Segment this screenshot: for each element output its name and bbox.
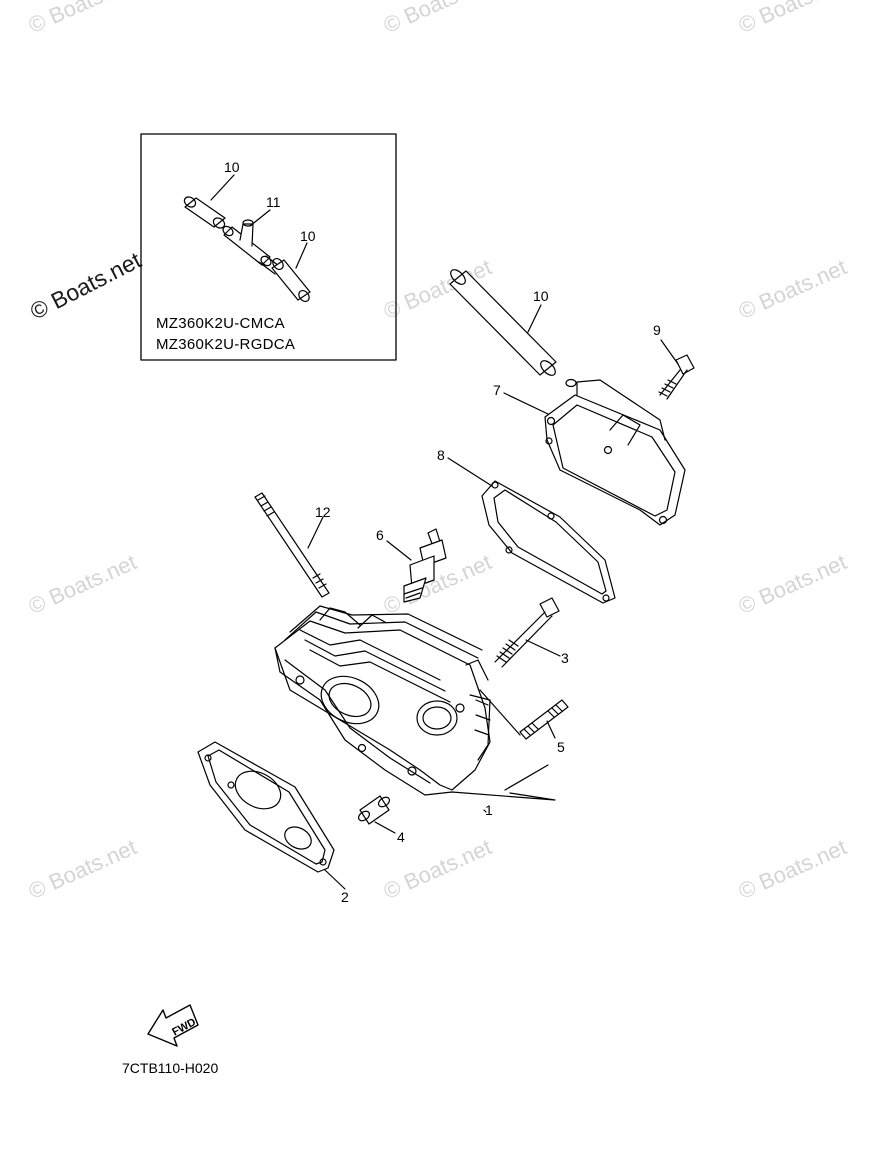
callout-6: 6 [376,527,384,543]
hose-10 [449,269,557,376]
inset-hose-right [271,257,311,303]
model-code: MZ360K2U-RGDCA [156,336,296,353]
callout-2: 2 [341,889,349,905]
cover-7 [544,378,686,526]
inset-callout-10-left: 10 [224,159,240,175]
callout-1: 1 [485,802,493,818]
fwd-arrow [147,1004,199,1047]
drawing-code: 7CTB110-H020 [122,1060,219,1076]
callout-10: 10 [533,288,549,304]
gasket-2 [197,741,335,873]
bolt-9 [658,354,695,400]
callout-12: 12 [315,504,331,520]
stud-5 [519,699,569,740]
dowel-4 [357,795,391,825]
callout-3: 3 [561,650,569,666]
inset-callout-10-right: 10 [300,228,316,244]
inset-callout-11: 11 [266,194,281,210]
inset-hose-left [183,196,226,229]
inset-tee-joint [222,219,280,275]
callout-9: 9 [653,322,661,338]
spark-plug-6 [403,528,447,603]
model-code: MZ360K2U-CMCA [156,315,285,332]
callout-5: 5 [557,739,565,755]
gasket-8 [481,480,616,604]
inset-box [140,133,397,361]
bolt-3 [494,597,560,668]
stud-12 [254,492,330,598]
callout-7: 7 [493,382,501,398]
callout-8: 8 [437,447,445,463]
cylinder-head-1 [274,605,556,801]
callout-4: 4 [397,829,405,845]
